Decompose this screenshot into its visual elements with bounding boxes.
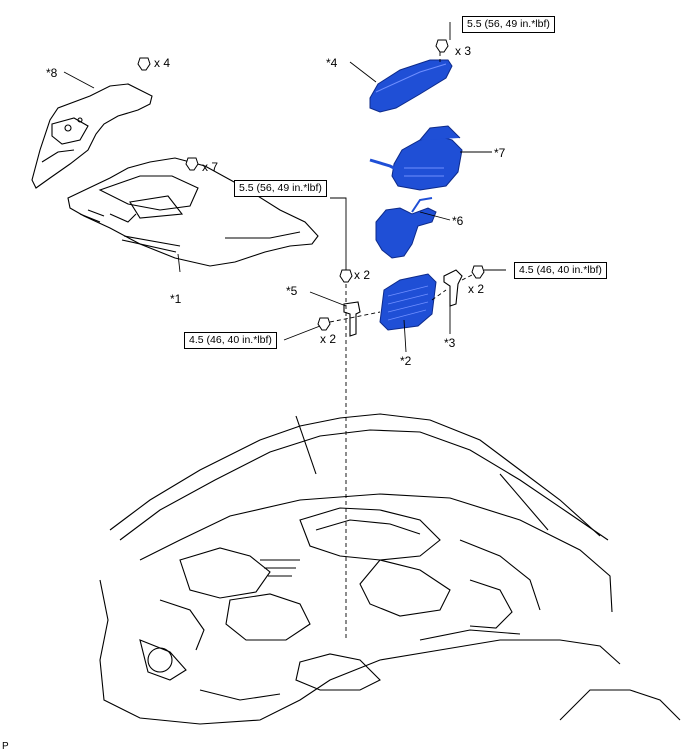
torque-spec-center: 5.5 (56, 49 in.*lbf) xyxy=(234,180,327,197)
callout-7: *7 xyxy=(494,146,506,160)
callout-4: *4 xyxy=(326,56,338,70)
leader-lines xyxy=(63,22,506,353)
upper-cover-part xyxy=(369,59,453,113)
torque-spec-right: 4.5 (46, 40 in.*lbf) xyxy=(514,262,607,279)
quantity-label-top-bolt: x 3 xyxy=(455,44,472,58)
bracket-3 xyxy=(443,269,463,307)
fasteners xyxy=(137,39,485,331)
callout-6: *6 xyxy=(452,214,464,228)
vehicle-engine-bay xyxy=(99,413,681,725)
side-cover xyxy=(31,83,153,189)
torque-spec-left: 4.5 (46, 40 in.*lbf) xyxy=(184,332,277,349)
engine-under-cover xyxy=(67,157,319,267)
callout-3: *3 xyxy=(444,336,456,350)
quantity-label-center-bolt: x 2 xyxy=(354,268,371,282)
assembly-lines xyxy=(329,52,475,640)
quantity-label-grommet: x 4 xyxy=(154,56,171,70)
wire-harness-part xyxy=(375,197,437,259)
callout-1: *1 xyxy=(170,292,182,306)
quantity-label-clip: x 7 xyxy=(202,160,219,174)
callout-8: *8 xyxy=(46,66,58,80)
quantity-label-left-bolt: x 2 xyxy=(320,332,337,346)
torque-spec-top: 5.5 (56, 49 in.*lbf) xyxy=(462,16,555,33)
figure-code: P xyxy=(2,741,9,752)
quantity-label-right-bolt: x 2 xyxy=(468,282,485,296)
ecu-bracket-part xyxy=(369,125,463,191)
ecu-part xyxy=(379,273,437,331)
callout-2: *2 xyxy=(400,354,412,368)
callout-5: *5 xyxy=(286,284,298,298)
